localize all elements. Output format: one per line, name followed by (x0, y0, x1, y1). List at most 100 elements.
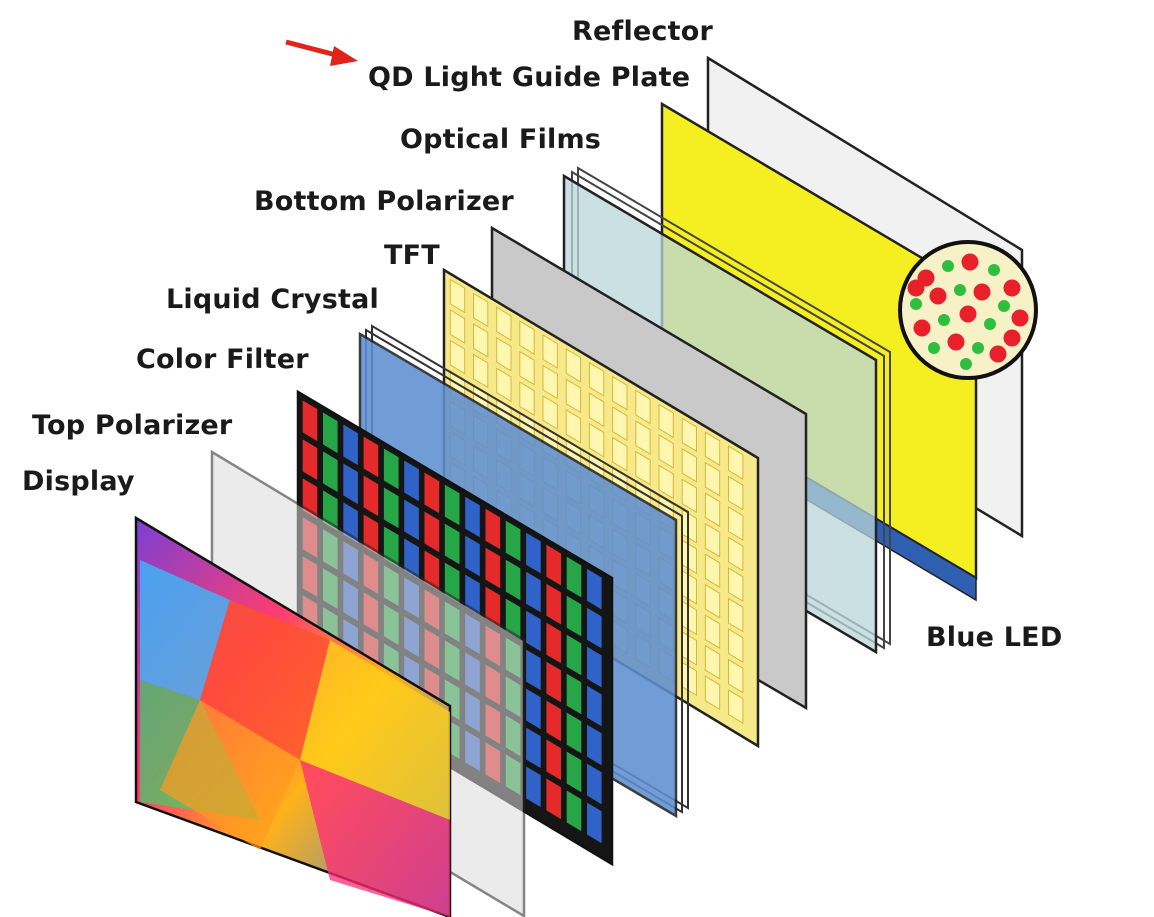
color-filter-subpixel (323, 451, 338, 492)
tft-cell (473, 292, 489, 328)
tft-cell (704, 614, 721, 650)
tft-cell (449, 339, 466, 375)
quantum-dot-green (972, 342, 984, 354)
color-filter-subpixel (505, 520, 521, 562)
quantum-dot-green (928, 342, 940, 354)
color-filter-subpixel (465, 496, 480, 538)
color-filter-subpixel (526, 727, 541, 769)
color-filter-subpixel (526, 571, 541, 613)
quantum-dot-red (1003, 279, 1021, 297)
tft-cell (704, 431, 721, 467)
color-filter-subpixel (526, 766, 541, 808)
color-filter-subpixel (465, 535, 480, 577)
label-liquid-crystal: Liquid Crystal (166, 284, 379, 315)
tft-cell (728, 475, 744, 511)
tft-cell (728, 597, 744, 633)
color-filter-subpixel (343, 424, 358, 466)
quantum-dot-red (947, 333, 965, 351)
tft-cell (449, 278, 466, 314)
color-filter-subpixel (587, 685, 602, 727)
quantum-dot-green (942, 260, 954, 272)
color-filter-subpixel (566, 712, 582, 754)
tft-cell (635, 420, 651, 455)
tft-cell (519, 350, 535, 386)
color-filter-subpixel (587, 802, 602, 844)
tft-cell (681, 447, 697, 483)
quantum-dot-red (907, 279, 925, 297)
tft-cell (658, 434, 674, 469)
tft-cell (496, 306, 512, 342)
tft-cell (612, 436, 628, 472)
red-arrow-icon (285, 39, 358, 66)
color-filter-subpixel (566, 673, 582, 715)
color-filter-subpixel (546, 739, 561, 781)
quantum-dot-green (954, 284, 966, 296)
tft-cell (635, 389, 651, 425)
quantum-dot-red (929, 287, 947, 305)
label-display: Display (22, 466, 135, 497)
color-filter-subpixel (343, 463, 358, 505)
color-filter-subpixel (302, 400, 318, 442)
color-filter-subpixel (546, 778, 561, 820)
tft-cell (588, 361, 605, 397)
color-filter-subpixel (587, 568, 602, 610)
color-filter-subpixel (485, 508, 501, 550)
quantum-dot-red (989, 345, 1007, 363)
color-filter-subpixel (363, 436, 379, 478)
color-filter-subpixel (302, 439, 318, 480)
quantum-dot-red (1011, 309, 1029, 327)
quantum-dot-red (973, 283, 991, 301)
tft-cell (496, 336, 512, 372)
color-filter-subpixel (566, 790, 582, 832)
tft-cell (728, 567, 744, 602)
tft-cell (658, 403, 674, 439)
tft-cell (542, 334, 558, 369)
quantum-dot-green (984, 318, 996, 330)
quantum-dot-green (998, 300, 1010, 312)
color-filter-subpixel (383, 448, 399, 490)
tft-cell (704, 492, 721, 528)
quantum-dot-green (988, 264, 1000, 276)
color-filter-subpixel (404, 499, 419, 541)
color-filter-subpixel (485, 586, 501, 628)
tft-cell (728, 506, 744, 541)
color-filter-subpixel (566, 751, 582, 793)
color-filter-subpixel (404, 460, 419, 502)
tft-cell (681, 478, 697, 514)
tft-cell (565, 378, 582, 414)
color-filter-subpixel (465, 574, 480, 616)
tft-cell (658, 464, 674, 500)
tft-cell (473, 323, 489, 358)
color-filter-subpixel (546, 544, 561, 586)
color-filter-subpixel (485, 547, 501, 589)
tft-cell (565, 409, 582, 444)
tft-cell (588, 392, 605, 428)
color-filter-subpixel (424, 472, 440, 514)
tft-cell (704, 522, 721, 558)
quantum-dot-red (1003, 329, 1021, 347)
color-filter-subpixel (505, 598, 521, 640)
tft-cell (612, 375, 628, 411)
tft-cell (542, 395, 558, 430)
color-filter-subpixel (587, 724, 602, 766)
color-filter-subpixel (587, 646, 602, 688)
quantum-dot-green (960, 358, 972, 370)
tft-cell (704, 644, 721, 680)
tft-cell (612, 406, 628, 442)
label-tft: TFT (384, 240, 440, 271)
quantum-dot-red (961, 253, 979, 271)
tft-cell (704, 675, 721, 711)
tft-cell (704, 583, 721, 619)
quantum-dot-green (938, 314, 950, 326)
tft-cell (728, 445, 744, 480)
label-qd-light-guide-plate: QD Light Guide Plate (368, 62, 691, 93)
label-reflector: Reflector (572, 16, 713, 47)
tft-cell (542, 364, 558, 400)
tft-cell (635, 450, 651, 486)
quantum-dot-icon (898, 240, 1038, 380)
label-top-polarizer: Top Polarizer (32, 410, 233, 441)
color-filter-subpixel (323, 412, 338, 454)
quantum-dot-red (959, 305, 977, 323)
